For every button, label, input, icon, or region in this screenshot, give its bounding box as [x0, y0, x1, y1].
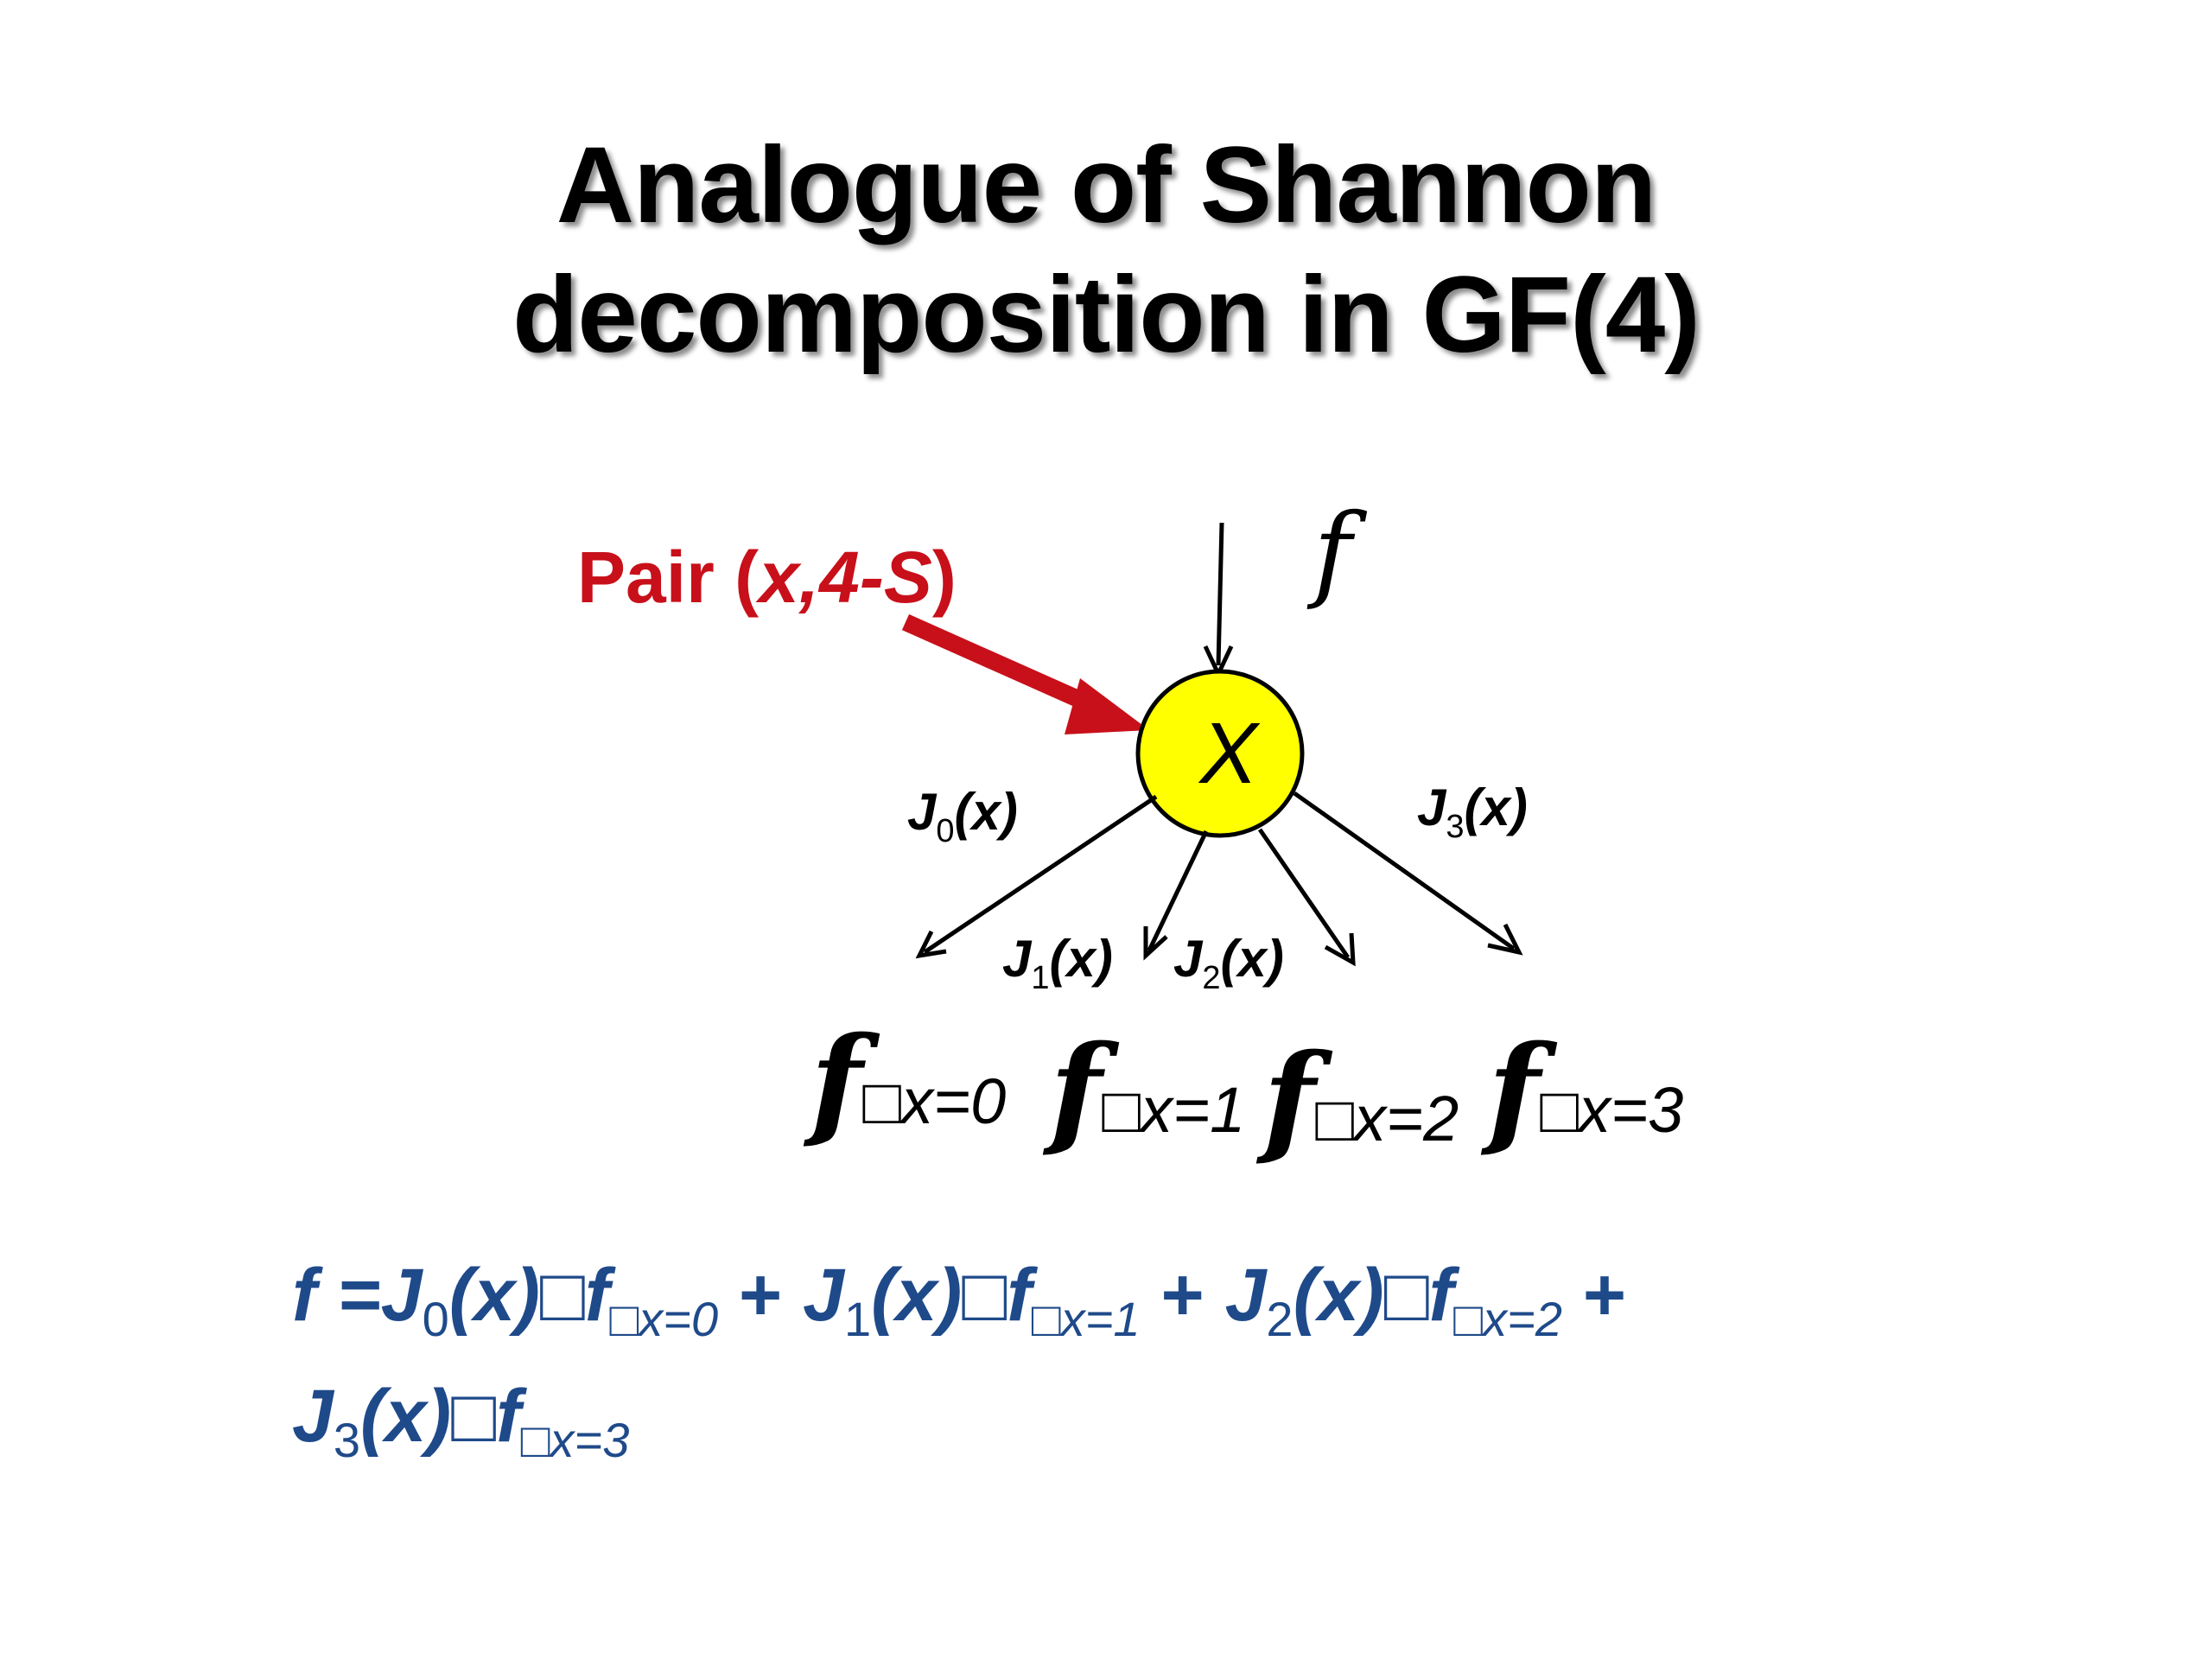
- pair-label: Pair (x,4-S): [577, 536, 957, 620]
- edge-label-3-name: J: [1417, 779, 1446, 836]
- eq-term-1-op: +: [1140, 1254, 1225, 1337]
- edge-label-2-index: 2: [1202, 960, 1221, 996]
- edge-label-1: J1(x): [1002, 929, 1113, 997]
- edge-1: [1147, 830, 1209, 952]
- title-line-1: Analogue of Shannon: [556, 125, 1657, 245]
- title-line-2: decomposition in GF(4): [512, 255, 1700, 375]
- eq-term-1-subbox: □: [1031, 1292, 1061, 1346]
- cofactor-1-sub: x=1: [1140, 1074, 1246, 1146]
- edge-label-1-arg: (x): [1049, 930, 1113, 988]
- equation-line-1: f =J0(x)□f□x=0 + J1(x)□f□x=1 + J2(x)□f□x…: [292, 1253, 1626, 1347]
- eq-term-3-idx: 3: [333, 1413, 360, 1467]
- edge-2-arrowhead: [1324, 932, 1356, 967]
- edge-label-3-index: 3: [1446, 809, 1465, 845]
- eq-term-1-j: J: [803, 1254, 845, 1337]
- cofactor-2: f□x=2: [1263, 1028, 1459, 1170]
- eq-term-1-sub: x=1: [1060, 1292, 1141, 1346]
- pair-arrow-shaft: [901, 613, 1100, 715]
- eq-term-2-subbox: □: [1453, 1292, 1484, 1346]
- eq-term-2-idx: 2: [1266, 1292, 1294, 1346]
- cofactor-0-f: f: [810, 1011, 863, 1153]
- edge-label-3-arg: (x): [1464, 779, 1528, 836]
- edge-2: [1257, 828, 1351, 959]
- input-function-label: f: [1313, 493, 1352, 613]
- cofactor-2-f: f: [1263, 1028, 1316, 1170]
- edge-0: [923, 794, 1158, 955]
- eq-term-0-box: □: [539, 1254, 585, 1337]
- eq-term-2-j: J: [1224, 1254, 1267, 1337]
- eq-term-0-j: J: [380, 1254, 423, 1337]
- eq-term-0-f: f: [584, 1254, 610, 1337]
- input-edge: [1216, 522, 1224, 666]
- equation-lhs: f =: [292, 1254, 381, 1337]
- cofactor-3-sub: x=3: [1578, 1074, 1684, 1146]
- eq-term-1-idx: 1: [844, 1292, 872, 1346]
- eq-term-0-op: +: [718, 1254, 804, 1337]
- eq-term-3-arg: (x): [360, 1375, 452, 1458]
- node-circle: [1135, 669, 1305, 838]
- edge-label-2-arg: (x): [1220, 930, 1284, 988]
- edge-label-2: J2(x): [1173, 929, 1284, 997]
- cofactor-0-sub: x=0: [900, 1065, 1007, 1137]
- eq-term-1-box: □: [962, 1254, 1007, 1337]
- edge-0-arrowhead: [915, 930, 947, 959]
- eq-term-2-box: □: [1383, 1254, 1429, 1337]
- cofactor-2-box: □: [1315, 1083, 1354, 1154]
- edge-3: [1293, 791, 1516, 951]
- eq-term-3-subbox: □: [520, 1413, 550, 1467]
- eq-term-2-op: +: [1561, 1254, 1627, 1337]
- edge-label-1-index: 1: [1031, 960, 1050, 996]
- eq-term-0-idx: 0: [422, 1292, 449, 1346]
- cofactor-3-box: □: [1540, 1074, 1579, 1146]
- edge-label-0-arg: (x): [954, 783, 1018, 841]
- eq-term-3-sub: x=3: [550, 1413, 630, 1467]
- pair-label-suffix: ): [931, 537, 957, 618]
- pair-arrow-head: [1065, 678, 1149, 734]
- pair-label-variable: x,4-S: [759, 537, 932, 618]
- cofactor-2-sub: x=2: [1353, 1083, 1459, 1154]
- eq-term-1-arg: (x): [871, 1254, 963, 1337]
- cofactor-3-f: f: [1488, 1020, 1541, 1161]
- eq-term-1-f: f: [1007, 1254, 1032, 1337]
- edge-3-arrowhead: [1487, 923, 1523, 956]
- node-variable-label: X: [1199, 705, 1258, 802]
- eq-term-0-subbox: □: [609, 1292, 639, 1346]
- slide-title: Analogue of Shannon decomposition in GF(…: [0, 121, 2212, 380]
- edge-label-0-name: J: [907, 783, 937, 841]
- cofactor-1-box: □: [1102, 1074, 1141, 1146]
- edge-label-2-name: J: [1173, 930, 1203, 988]
- edge-label-3: J3(x): [1417, 778, 1528, 846]
- cofactor-0-box: □: [862, 1065, 901, 1137]
- eq-term-2-sub: x=2: [1483, 1292, 1562, 1346]
- equation-line-2: J3(x)□f□x=3: [292, 1374, 629, 1468]
- eq-term-0-sub: x=0: [639, 1292, 719, 1346]
- edge-label-1-name: J: [1002, 930, 1032, 988]
- cofactor-0: f□x=0: [810, 1011, 1006, 1153]
- edge-1-arrowhead: [1143, 926, 1168, 961]
- eq-term-3-box: □: [451, 1375, 497, 1458]
- edge-label-0: J0(x): [907, 782, 1018, 850]
- cofactor-3: f□x=3: [1488, 1020, 1683, 1161]
- eq-term-3-f: f: [496, 1375, 521, 1458]
- eq-term-0-arg: (x): [448, 1254, 540, 1337]
- cofactor-1: f□x=1: [1050, 1020, 1245, 1161]
- pair-label-prefix: Pair (: [577, 537, 760, 618]
- eq-term-2-arg: (x): [1293, 1254, 1384, 1337]
- eq-term-3-j: J: [292, 1375, 334, 1458]
- cofactor-1-f: f: [1050, 1020, 1103, 1161]
- eq-term-2-f: f: [1428, 1254, 1454, 1337]
- edge-label-0-index: 0: [936, 813, 955, 849]
